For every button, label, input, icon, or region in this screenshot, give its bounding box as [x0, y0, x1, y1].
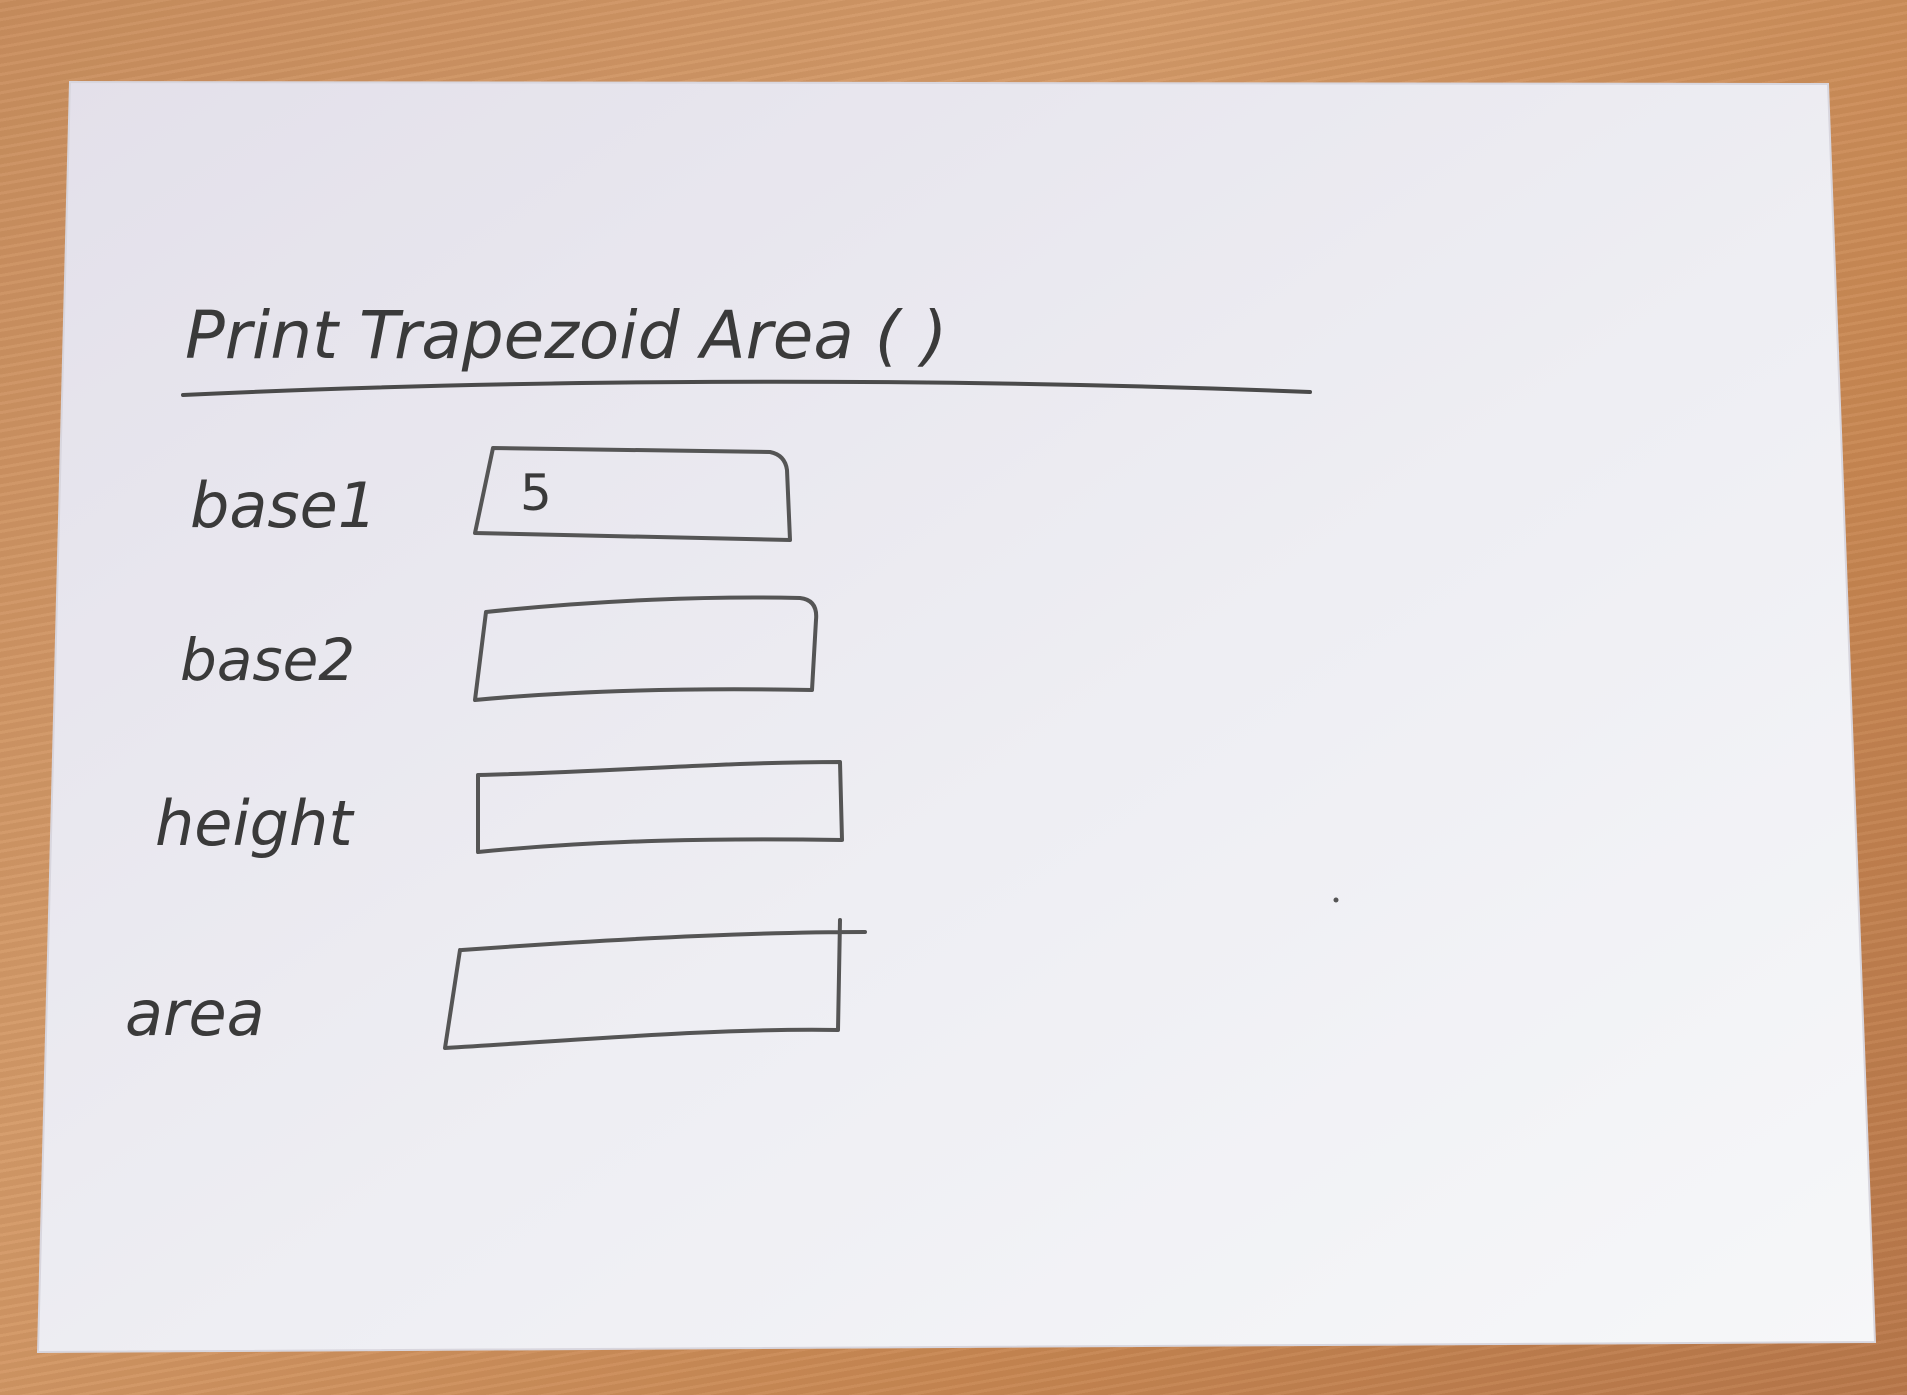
area-input[interactable]	[443, 918, 867, 1050]
base1-label: base1	[190, 469, 377, 542]
paper-background	[36, 80, 1877, 1354]
area-label: area	[125, 977, 265, 1050]
form-title: Print Trapezoid Area ( )	[185, 297, 947, 374]
height-input[interactable]	[476, 760, 844, 854]
height-label: height	[155, 787, 355, 860]
base1-value: 5	[520, 464, 552, 522]
base2-input[interactable]	[473, 595, 819, 702]
pencil-dot	[1333, 897, 1339, 903]
base2-label: base2	[180, 626, 355, 694]
title-underline	[181, 379, 1312, 397]
base1-input[interactable]	[473, 446, 792, 542]
